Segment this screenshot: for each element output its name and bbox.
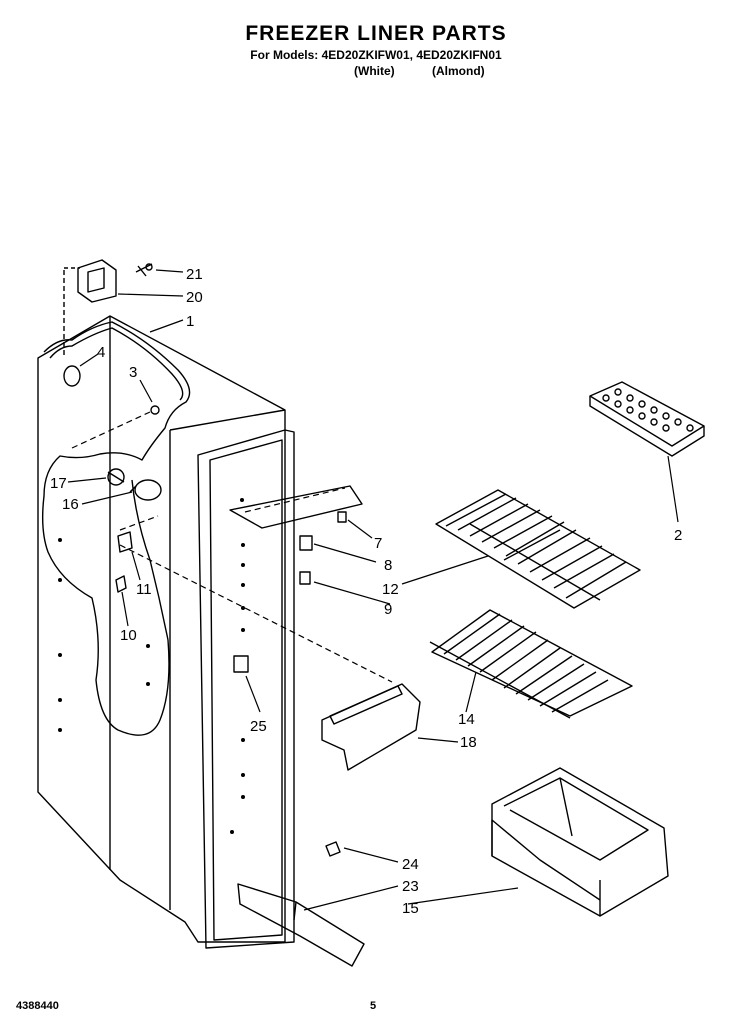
part-25 bbox=[233, 655, 249, 673]
callout-numbers: 21 20 1 4 3 17 16 11 10 7 8 12 9 2 25 14… bbox=[50, 266, 682, 917]
bottom-bracket bbox=[237, 841, 365, 967]
ice-tray bbox=[589, 381, 705, 457]
callout-25: 25 bbox=[250, 718, 267, 735]
callout-15: 15 bbox=[402, 900, 419, 917]
callout-21: 21 bbox=[186, 266, 203, 283]
callout-7: 7 bbox=[374, 535, 382, 552]
callout-2: 2 bbox=[674, 527, 682, 544]
upper-wire-shelf bbox=[435, 489, 641, 609]
lower-wire-shelf bbox=[429, 609, 633, 719]
callout-12: 12 bbox=[382, 581, 399, 598]
part-11 bbox=[117, 531, 133, 553]
plug bbox=[63, 365, 81, 387]
page-number: 5 bbox=[370, 1000, 377, 1012]
callout-11: 11 bbox=[136, 581, 152, 598]
callout-23: 23 bbox=[402, 878, 419, 895]
color-almond-label: (Almond) bbox=[432, 64, 485, 78]
light-socket bbox=[107, 468, 162, 501]
callout-8: 8 bbox=[384, 557, 392, 574]
color-white-label: (White) bbox=[354, 64, 395, 78]
models-line: For Models: 4ED20ZKIFW01, 4ED20ZKIFN01 bbox=[250, 48, 502, 62]
callout-18: 18 bbox=[460, 734, 477, 751]
leader-lines bbox=[67, 269, 679, 911]
callout-16: 16 bbox=[62, 496, 79, 513]
freezer-bin bbox=[491, 767, 669, 917]
callout-17: 17 bbox=[50, 475, 67, 492]
screw-3 bbox=[150, 405, 160, 415]
page-title: FREEZER LINER PARTS bbox=[245, 22, 507, 45]
callout-3: 3 bbox=[129, 364, 137, 381]
callout-9: 9 bbox=[384, 601, 392, 618]
part-10 bbox=[115, 575, 127, 593]
guide-lines bbox=[71, 411, 393, 683]
top-bracket bbox=[63, 259, 153, 356]
callout-10: 10 bbox=[120, 627, 137, 644]
liner-holes bbox=[58, 498, 245, 834]
liner-front-frame bbox=[197, 429, 295, 949]
freezer-liner bbox=[37, 315, 286, 943]
callout-1: 1 bbox=[186, 313, 194, 330]
callout-14: 14 bbox=[458, 711, 475, 728]
callout-20: 20 bbox=[186, 289, 203, 306]
callout-4: 4 bbox=[97, 344, 105, 361]
shelf-bracket-18 bbox=[321, 683, 421, 771]
shelf-clips bbox=[229, 485, 363, 585]
callout-24: 24 bbox=[402, 856, 419, 873]
document-number: 4388440 bbox=[16, 1000, 59, 1012]
